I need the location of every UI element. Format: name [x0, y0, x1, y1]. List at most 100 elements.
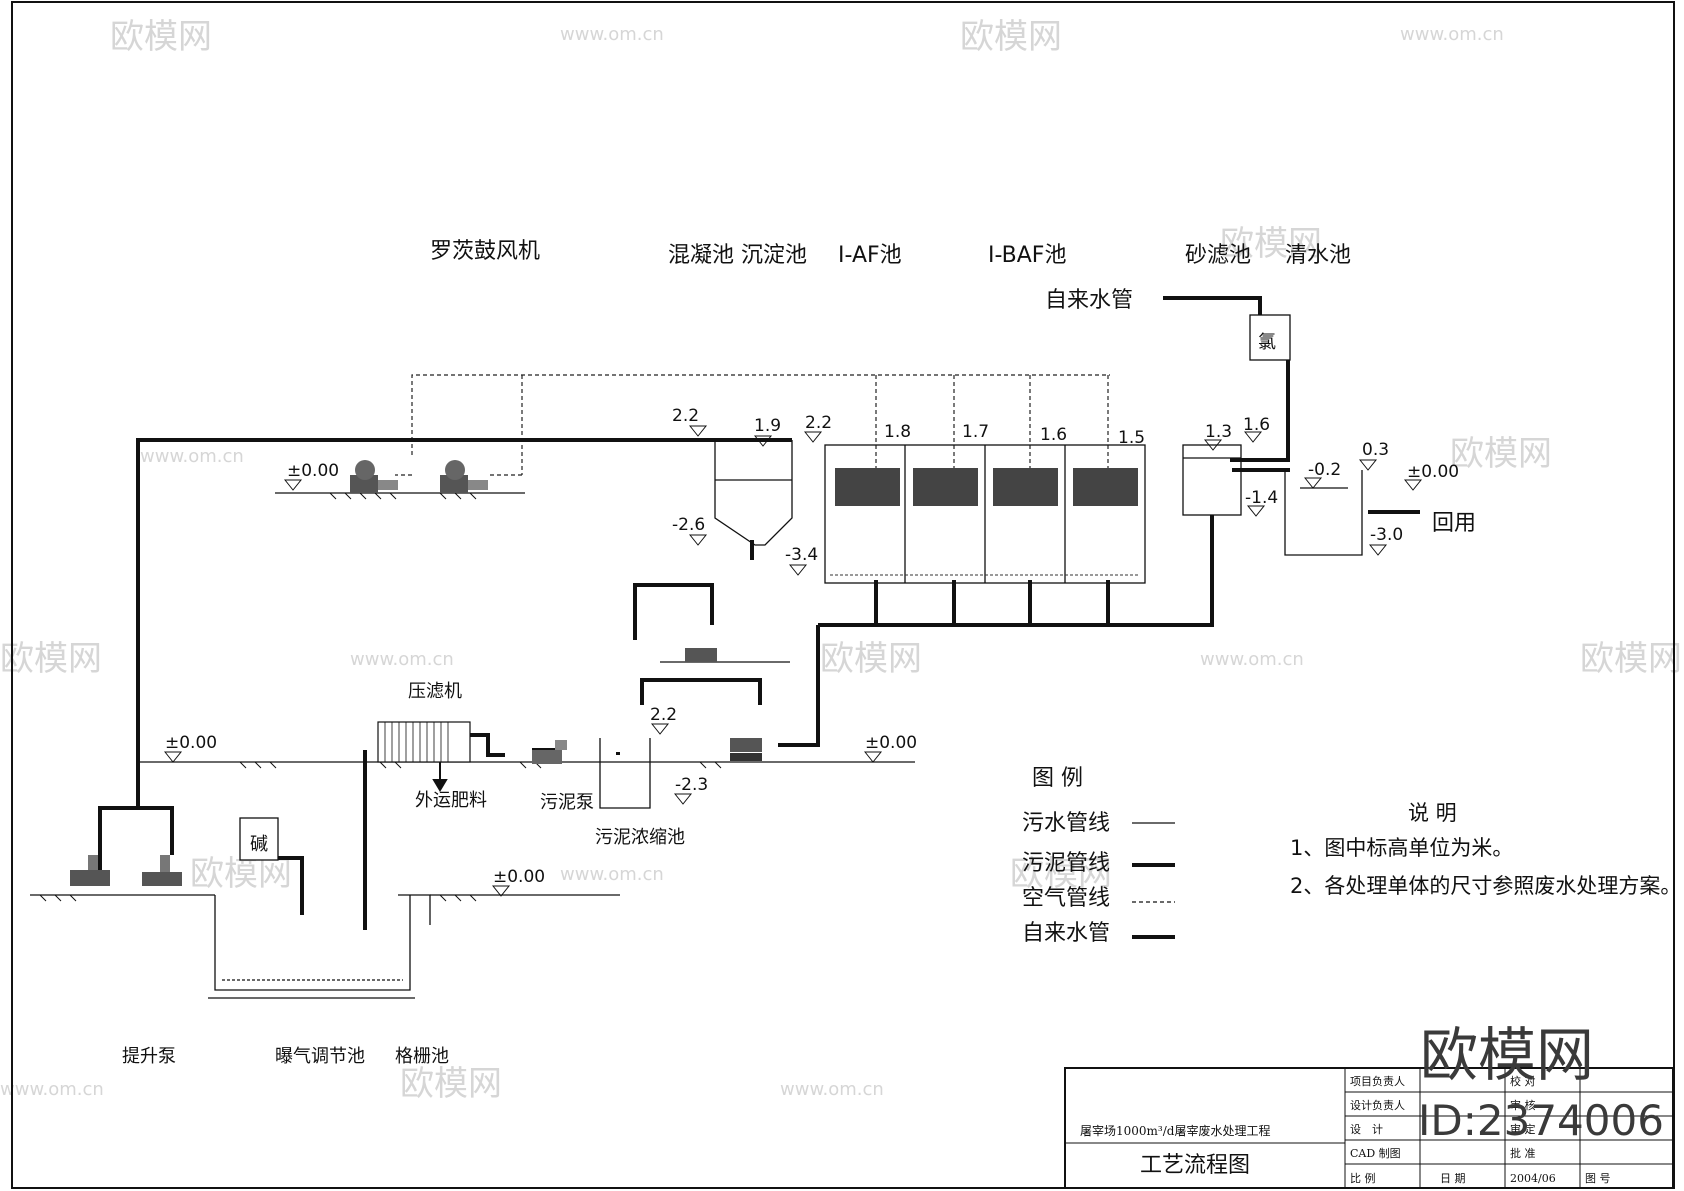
level-sand-bottom: -1.4	[1245, 488, 1278, 508]
level-sand-water: 1.3	[1205, 422, 1232, 442]
watermark-site: www.om.cn	[140, 446, 244, 467]
drawing-frame	[11, 1, 1675, 1189]
level-baf4: 1.5	[1118, 428, 1145, 448]
sewage-pipeline	[98, 296, 1420, 930]
watermark-brand: 欧模网	[960, 17, 1062, 57]
title-block-project: 屠宰场1000m³/d屠宰废水处理工程	[1080, 1123, 1270, 1138]
level-triangles	[163, 425, 1423, 897]
legend-item-air: 空气管线	[1022, 886, 1110, 911]
title-block-right-5: 图 号	[1585, 1172, 1611, 1185]
title-block-drawing-title: 工艺流程图	[1140, 1153, 1250, 1178]
label-clear-pool: 清水池	[1285, 243, 1351, 268]
label-reuse: 回用	[1432, 511, 1476, 536]
title-block-date: 2004/06	[1510, 1172, 1556, 1185]
alkali-tank	[239, 817, 279, 861]
title-block-row-1: 项目负责人	[1350, 1074, 1405, 1088]
watermark-brand: 欧模网	[190, 854, 292, 894]
watermark-site: www.om.cn	[0, 1079, 104, 1100]
notes-line-1: 1、图中标高单位为米。	[1290, 836, 1513, 860]
watermark-site: www.om.cn	[1400, 24, 1504, 45]
label-ibaf: I-BAF池	[988, 243, 1066, 268]
title-block-row-4: CAD 制图	[1350, 1147, 1401, 1160]
baf-tanks	[824, 444, 1146, 584]
level-settle-bottom: -2.6	[672, 515, 705, 535]
roots-blower-2	[440, 460, 488, 493]
level-clear-water: -0.2	[1308, 460, 1341, 480]
level-baf1: 1.8	[884, 422, 911, 442]
legend-title: 图 例	[1032, 766, 1083, 791]
label-lift-pump: 提升泵	[122, 1046, 176, 1067]
background-watermark: 欧模网 www.om.cn 欧模网 www.om.cn 欧模网 欧模网 www.…	[0, 17, 1682, 1104]
watermark-site: www.om.cn	[1200, 649, 1304, 670]
title-block-right-2: 审 核	[1510, 1098, 1536, 1112]
legend: 图 例 污水管线 污泥管线 空气管线 自来水管	[1022, 766, 1175, 946]
title-block-date-label: 日 期	[1440, 1172, 1466, 1185]
title-block-row-3: 设 计	[1350, 1123, 1383, 1136]
grid-tank	[398, 894, 431, 925]
level-ground-left: ±0.00	[165, 733, 217, 753]
level-clear-top: 0.3	[1362, 440, 1389, 460]
fertilizer-arrow	[432, 762, 448, 792]
label-grid-tank: 格栅池	[395, 1046, 449, 1067]
label-sand-filter: 砂滤池	[1185, 243, 1251, 268]
label-sludge-pump: 污泥泵	[540, 792, 594, 813]
watermark-site: www.om.cn	[350, 649, 454, 670]
level-thickener-bottom: -2.3	[675, 775, 708, 795]
watermark-site: www.om.cn	[560, 864, 664, 885]
watermark-site: www.om.cn	[780, 1079, 884, 1100]
notes: 说 明 1、图中标高单位为米。 2、各处理单体的尺寸参照废水处理方案。	[1290, 801, 1681, 898]
title-block-row-5: 比 例	[1350, 1171, 1376, 1185]
level-ground-right: ±0.00	[865, 733, 917, 753]
label-iaf: I-AF池	[838, 243, 902, 268]
level-clear-ground: ±0.00	[1407, 462, 1459, 482]
level-thickener-top: 2.2	[650, 705, 677, 725]
title-block-right-4: 批 准	[1510, 1146, 1536, 1160]
watermark-brand: 欧模网	[820, 639, 922, 679]
watermark-brand: 欧模网	[400, 1064, 502, 1104]
level-aeration-ground: ±0.00	[493, 867, 545, 887]
unit-labels: 罗茨鼓风机 混凝池 沉淀池 I-AF池 I-BAF池 砂滤池 清水池 自来水管 …	[122, 239, 1476, 1067]
notes-title: 说 明	[1408, 801, 1457, 825]
legend-item-tap: 自来水管	[1022, 921, 1110, 946]
lift-pumps	[70, 855, 182, 886]
title-block-right-3: 审 定	[1510, 1122, 1536, 1136]
watermark-id: ID:2374006	[1418, 1096, 1664, 1145]
legend-item-sludge: 污泥管线	[1022, 851, 1110, 876]
sand-filter-tank	[1182, 444, 1242, 516]
baf-media	[835, 468, 1138, 506]
sludge-pump	[532, 740, 567, 764]
level-blower-ground: ±0.00	[287, 461, 339, 481]
watermark-brand: 欧模网	[1580, 639, 1682, 679]
legend-item-sewage: 污水管线	[1022, 811, 1110, 836]
label-tap-water: 自来水管	[1045, 288, 1133, 313]
watermark-brand: 欧模网	[1220, 224, 1322, 264]
watermark-logo: 欧模网	[1420, 1021, 1594, 1089]
title-block	[1064, 1067, 1674, 1189]
level-iaf-top: 2.2	[805, 413, 832, 433]
ground-hatch	[39, 492, 722, 902]
label-coag-settle: 混凝池 沉淀池	[668, 243, 807, 268]
level-settle-water: 1.9	[754, 416, 781, 436]
title-block-right-1: 校 对	[1510, 1074, 1536, 1088]
label-aeration-tank: 曝气调节池	[275, 1046, 365, 1067]
filter-press	[377, 721, 471, 763]
level-settle-top: 2.2	[672, 406, 699, 426]
title-block-row-2: 设计负责人	[1350, 1098, 1405, 1112]
sludge-return-pump	[685, 648, 762, 761]
ground-lines	[30, 492, 915, 896]
level-clear-bottom: -3.0	[1370, 525, 1403, 545]
notes-line-2: 2、各处理单体的尺寸参照废水处理方案。	[1290, 874, 1681, 898]
chlorine-dosing-box	[1249, 314, 1291, 361]
aeration-tank	[208, 895, 415, 999]
clear-water-tank	[1284, 470, 1363, 556]
watermark-brand: 欧模网	[1010, 854, 1112, 894]
sludge-thickener	[599, 738, 651, 809]
label-chlorine: 氯	[1258, 332, 1276, 353]
level-baf3: 1.6	[1040, 425, 1067, 445]
watermark-brand: 欧模网	[110, 17, 212, 57]
watermark-brand: 欧模网	[0, 639, 102, 679]
label-fertilizer: 外运肥料	[415, 790, 487, 811]
label-roots-blower: 罗茨鼓风机	[430, 239, 540, 264]
level-baf2: 1.7	[962, 422, 989, 442]
